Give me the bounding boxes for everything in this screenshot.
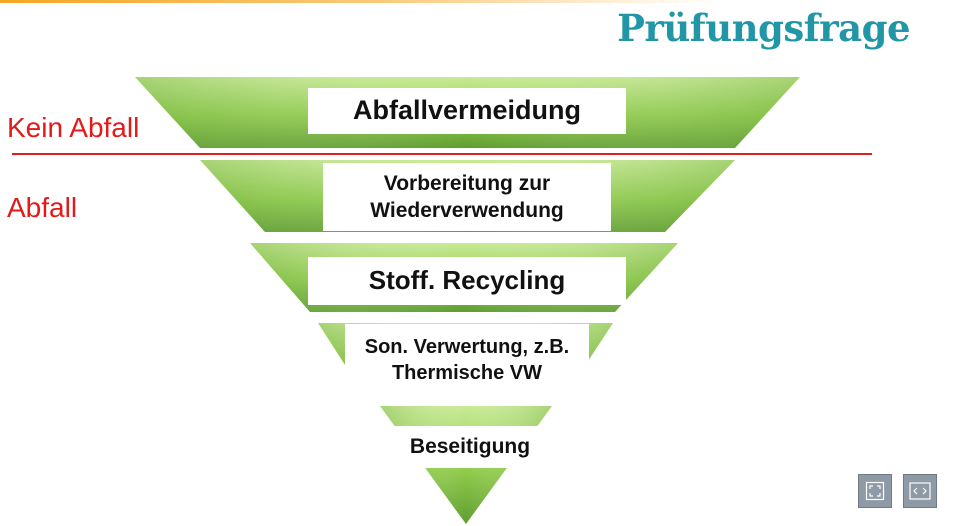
label-no-waste: Kein Abfall — [7, 112, 140, 143]
tier-4-line-1: Son. Verwertung, z.B. — [364, 336, 570, 358]
tier-5-line-1: Beseitigung — [409, 435, 531, 459]
tier-label-5: Beseitigung — [390, 426, 550, 468]
tier-label-2: Vorbereitung zur Wiederverwendung — [323, 163, 611, 231]
tier-1-line-1: Abfallvermeidung — [352, 95, 582, 126]
prev-next-button[interactable] — [903, 474, 937, 508]
waste-boundary-line — [12, 153, 872, 155]
tier-label-3: Stoff. Recycling — [308, 257, 626, 305]
tier-2-line-1: Vorbereitung zur — [383, 171, 551, 195]
label-waste: Abfall — [7, 192, 78, 223]
page-title: Prüfungsfrage — [617, 6, 910, 50]
top-accent-bar — [0, 0, 953, 3]
tier-3-line-1: Stoff. Recycling — [368, 265, 566, 296]
fullscreen-button[interactable] — [858, 474, 892, 508]
tier-2-line-2: Wiederverwendung — [370, 199, 564, 222]
tier-label-1: Abfallvermeidung — [308, 88, 626, 134]
fullscreen-icon — [865, 481, 885, 501]
tier-label-4: Son. Verwertung, z.B. Thermische VW — [345, 324, 589, 396]
prev-next-icon — [909, 482, 931, 500]
tier-4-line-2: Thermische VW — [391, 362, 543, 384]
